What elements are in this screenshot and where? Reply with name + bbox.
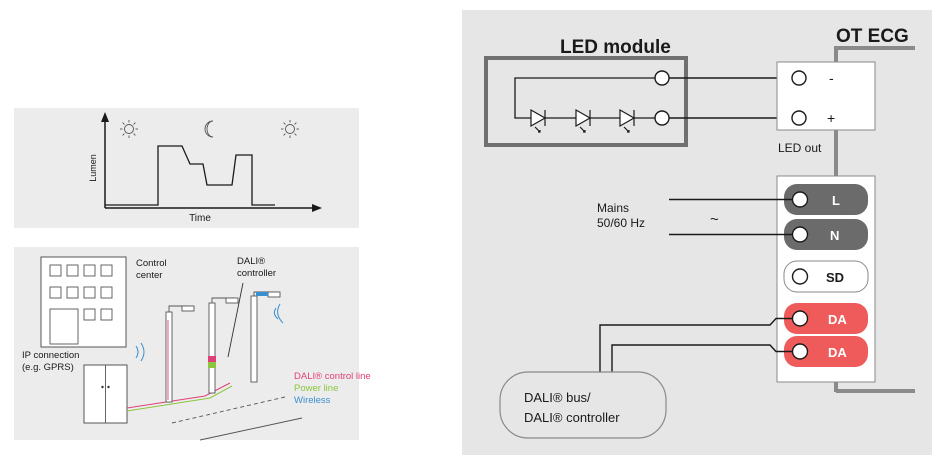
dali-control-line [126, 382, 231, 409]
terminal-sd-label: SD [826, 270, 844, 285]
legend-wireless: Wireless [294, 395, 331, 406]
wiring-panel: LED module OT ECG - + [462, 10, 932, 455]
minus-label: - [829, 70, 834, 86]
control-center-label-1: Control [136, 258, 167, 269]
street-light-pole [250, 291, 281, 383]
terminal-n: N [784, 219, 868, 250]
power-line [126, 385, 233, 412]
plus-label: + [827, 110, 835, 126]
terminal-n-label: N [830, 228, 839, 243]
control-cabinet [83, 364, 128, 424]
dali-controller-label-2: controller [237, 268, 276, 279]
y-axis-label: Lumen [88, 154, 98, 182]
ecg-terminal-minus [791, 70, 807, 86]
led-diode-icon [619, 108, 636, 133]
wireless-waves-icon [273, 303, 284, 324]
led-diode-icon [530, 108, 547, 133]
road-edge [199, 417, 303, 441]
ecg-title: OT ECG [836, 26, 909, 47]
moon-icon [204, 120, 214, 138]
wireless-waves-icon [135, 342, 145, 362]
terminal-da-1-label: DA [828, 312, 847, 327]
control-center-label-2: center [136, 270, 162, 281]
wire-dali-2 [611, 344, 792, 372]
terminal-sd: SD [783, 260, 869, 293]
terminal-da-1: DA [784, 303, 868, 334]
street-light-pole [208, 297, 239, 394]
ip-connection-label-1: IP connection [22, 350, 79, 361]
lumen-chart-panel: Lumen Time [14, 108, 359, 228]
terminal-da-2-label: DA [828, 345, 847, 360]
dali-bus-label-1: DALI® bus/ [524, 390, 591, 405]
led-module-box [484, 56, 688, 147]
control-center-building [40, 256, 127, 348]
led-module-title: LED module [560, 37, 671, 58]
y-axis-arrow-icon [101, 112, 109, 122]
ecg-terminal-plus [791, 110, 807, 126]
dali-controller-label-1: DALI® [237, 256, 265, 267]
mains-label-1: Mains [597, 201, 629, 215]
led-terminal-minus [654, 70, 670, 86]
terminal-l-label: L [832, 193, 840, 208]
lumen-curve [105, 145, 275, 206]
wire-dali-1 [599, 317, 792, 372]
terminal-da-2: DA [784, 336, 868, 367]
terminal-l: L [784, 184, 868, 215]
dali-bus-label-2: DALI® controller [524, 410, 620, 425]
ac-tilde: ~ [710, 211, 719, 228]
x-axis-arrow-icon [312, 204, 322, 212]
dali-controller-pointer [227, 282, 244, 358]
led-diode-icon [575, 108, 592, 133]
legend-dali-control-line: DALI® control line [294, 371, 371, 382]
led-terminal-plus [654, 110, 670, 126]
road-edge-dashed [171, 396, 286, 424]
mains-label-2: 50/60 Hz [597, 216, 645, 230]
sun-icon [281, 120, 299, 138]
street-light-pole [165, 305, 195, 403]
sun-icon [120, 120, 138, 138]
network-panel: Control center IP connection (e.g. GPRS) [14, 247, 371, 441]
dali-bus-box [499, 371, 667, 439]
x-axis-label: Time [189, 213, 211, 224]
led-out-label: LED out [778, 141, 822, 155]
legend-power-line: Power line [294, 383, 338, 394]
ip-connection-label-2: (e.g. GPRS) [22, 362, 74, 373]
chart-panel-background [14, 108, 359, 228]
